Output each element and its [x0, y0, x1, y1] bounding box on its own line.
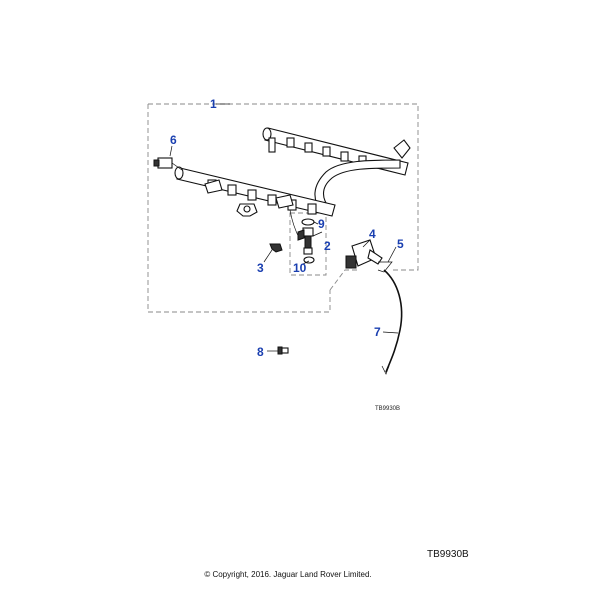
bolt: [277, 346, 289, 355]
fuel-injector: [297, 227, 314, 255]
callout-3: 3: [257, 261, 264, 275]
o-ring-upper: [301, 218, 315, 226]
clip: [269, 243, 283, 253]
copyright-notice: © Copyright, 2016. Jaguar Land Rover Lim…: [204, 570, 371, 579]
figure-reference-small: TB9930B: [375, 406, 400, 412]
callout-8: 8: [257, 345, 264, 359]
o-ring-lower: [303, 256, 315, 264]
leader-lines: [169, 103, 399, 352]
callout-4: 4: [369, 227, 376, 241]
callout-2: 2: [324, 239, 331, 253]
fuel-rail-front: [174, 166, 336, 217]
callout-1: 1: [210, 97, 217, 111]
callout-7: 7: [374, 325, 381, 339]
assembly-boundary: [147, 103, 419, 313]
rail-bracket: [236, 203, 258, 217]
callout-10: 10: [293, 261, 307, 275]
callout-6: 6: [170, 133, 177, 147]
figure-reference: TB9930B: [427, 549, 469, 560]
callout-9: 9: [318, 217, 325, 231]
harness-cable: [383, 269, 403, 373]
pressure-sensor: [153, 157, 183, 171]
harness-end: [381, 365, 390, 375]
regulator-bracket: [377, 261, 393, 273]
callout-5: 5: [397, 237, 404, 251]
regulator-module: [345, 239, 383, 269]
